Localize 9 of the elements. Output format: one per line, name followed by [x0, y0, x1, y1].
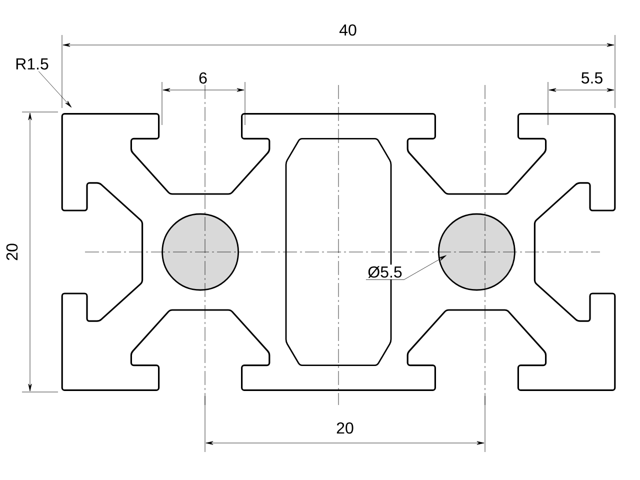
dimension-label: 5.5 [582, 72, 602, 84]
dimension-label: 20 [336, 422, 354, 434]
dimension-label: 20 [6, 244, 18, 260]
dimension-label: 40 [339, 24, 356, 36]
dimension-label: 6 [199, 72, 207, 84]
dimension-label: Ø5.5 [366, 264, 404, 280]
leader-line [366, 255, 446, 280]
dimension-label: R1.5 [14, 56, 50, 72]
leader-line [38, 71, 72, 108]
